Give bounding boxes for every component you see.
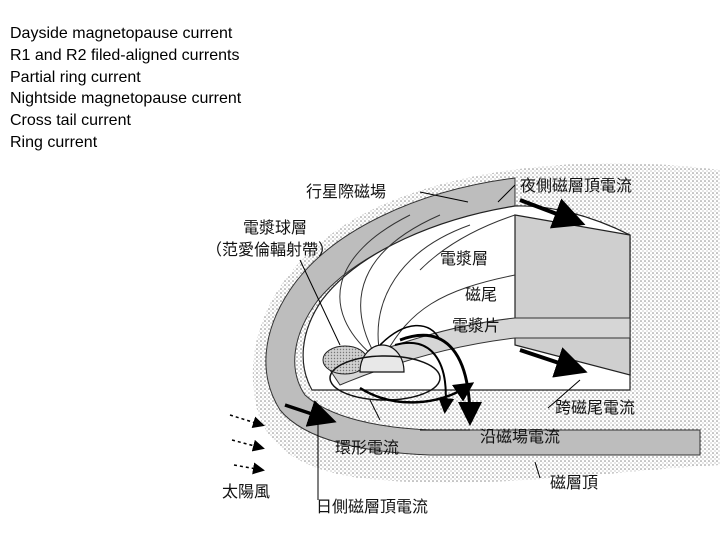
- label-imf: 行星際磁場: [306, 182, 386, 201]
- magnetopause-band: [265, 177, 701, 456]
- cross-tail-arrow: [519, 347, 588, 378]
- list-item-nightside-mp-current: Nightside magnetopause current: [10, 90, 242, 108]
- solar-wind-arrow: [229, 414, 265, 429]
- label-plasma-sheet: 電漿片: [452, 316, 500, 335]
- leader-line: [497, 184, 516, 203]
- fac-arrow-3: [379, 324, 441, 346]
- leader-line: [547, 379, 581, 409]
- label-magnetosheath: 電漿層: [440, 249, 488, 268]
- field-line: [384, 274, 516, 356]
- label-field-aligned-current: 沿磁場電流: [480, 427, 560, 446]
- solar-wind-arrow: [233, 462, 265, 475]
- list-item-field-aligned-currents: R1 and R2 filed-aligned currents: [10, 46, 240, 64]
- list-item-cross-tail-current: Cross tail current: [10, 112, 131, 130]
- label-ring-current: 環形電流: [335, 438, 399, 457]
- field-line: [360, 214, 441, 356]
- dayside-mp-arrow: [284, 400, 337, 427]
- label-plasmasphere-line2: （范愛倫輻射帶）: [206, 240, 334, 259]
- list-item-ring-current: Ring current: [10, 133, 98, 151]
- fac-arrow-2: [394, 341, 455, 414]
- leader-line: [299, 259, 341, 346]
- label-dayside-mp-current: 日側磁層頂電流: [316, 497, 428, 516]
- nightside-mp-arrow: [519, 198, 586, 229]
- label-magnetopause: 磁層頂: [550, 473, 598, 492]
- leader-line: [534, 461, 541, 479]
- ring-current-arrow: [359, 382, 475, 404]
- field-line: [377, 224, 471, 356]
- label-solar-wind: 太陽風: [222, 482, 270, 501]
- current-type-list: Dayside magnetopause current R1 and R2 f…: [10, 23, 241, 154]
- label-nightside-mp-current: 夜側磁層頂電流: [520, 176, 632, 195]
- leader-line: [369, 399, 381, 421]
- leader-line: [419, 191, 469, 203]
- label-cross-tail-current: 跨磁尾電流: [555, 398, 635, 417]
- list-item-partial-ring-current: Partial ring current: [10, 68, 141, 86]
- label-plasmasphere-line1: 電漿球層: [243, 218, 307, 237]
- label-magnetotail: 磁尾: [465, 285, 497, 304]
- field-line: [419, 214, 516, 271]
- field-line: [339, 214, 411, 356]
- fac-arrow-1: [399, 333, 482, 426]
- solar-wind-arrow: [231, 439, 265, 452]
- list-item-dayside-mp-current: Dayside magnetopause current: [10, 25, 233, 42]
